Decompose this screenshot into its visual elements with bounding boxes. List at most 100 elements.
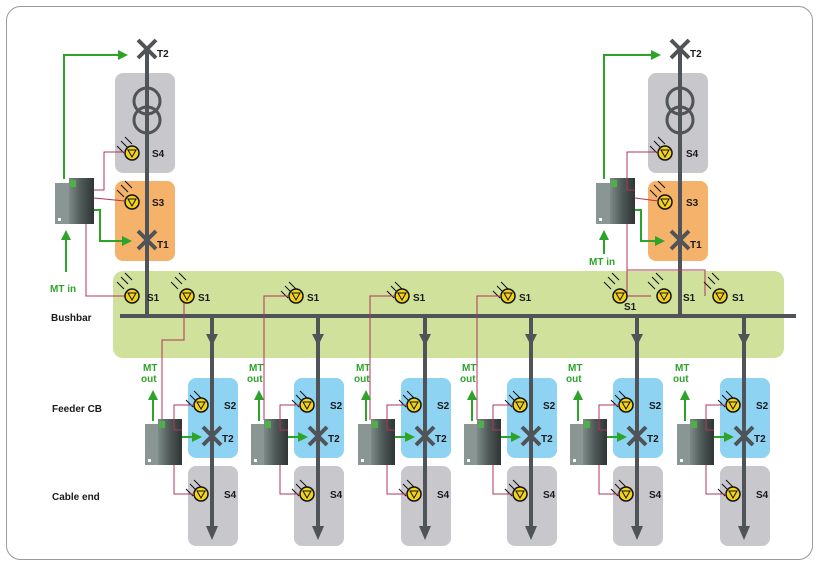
busbar-feeder-sensors: S1 S1 S1 bbox=[161, 281, 532, 420]
signal-line bbox=[492, 465, 513, 495]
feeder-s2-label: S2 bbox=[543, 401, 556, 412]
trip-line bbox=[635, 209, 665, 246]
feeder-s2-label: S2 bbox=[224, 401, 237, 412]
light-sensor-icon bbox=[603, 272, 628, 304]
signal-line bbox=[492, 404, 513, 431]
light-sensor-icon bbox=[386, 281, 410, 304]
feeder-mt-out-label: out bbox=[141, 374, 157, 385]
circuit-breaker-icon bbox=[669, 38, 691, 60]
arc-relay-icon bbox=[464, 419, 501, 465]
signal-line bbox=[598, 404, 619, 431]
incomer-right-mt-in: MT in bbox=[589, 257, 615, 268]
circuit-breaker-icon bbox=[414, 425, 436, 447]
feeder-s2-label: S2 bbox=[330, 401, 343, 412]
arc-relay-icon bbox=[570, 419, 607, 465]
signal-line bbox=[626, 151, 658, 191]
transformer-icon bbox=[132, 86, 162, 135]
signal-line bbox=[386, 465, 407, 495]
circuit-breaker-icon bbox=[136, 229, 158, 251]
signal-line bbox=[386, 404, 407, 431]
incomer-right-s4: S4 bbox=[686, 149, 699, 160]
feeder-mt-out-label: MT bbox=[568, 363, 582, 374]
busbar-sensor-label: S1 bbox=[413, 293, 426, 304]
arrow-icon bbox=[312, 334, 324, 346]
incomer-left-s3: S3 bbox=[152, 198, 165, 209]
signal-line bbox=[173, 465, 194, 495]
light-sensor-icon bbox=[116, 136, 140, 161]
feeder-t2-label: T2 bbox=[222, 434, 234, 445]
incomer-right-busbar-s1b: S1 bbox=[683, 293, 696, 304]
signal-line bbox=[279, 465, 300, 495]
signal-line bbox=[279, 404, 300, 431]
circuit-breaker-icon bbox=[136, 38, 158, 60]
feeder-s2-label: S2 bbox=[649, 401, 662, 412]
section-bushbar: Bushbar bbox=[51, 313, 92, 324]
trip-line bbox=[63, 50, 128, 179]
signal-line bbox=[634, 197, 659, 202]
signal-line bbox=[705, 404, 726, 431]
signal-line bbox=[598, 465, 619, 495]
feeder-t2-label: T2 bbox=[647, 434, 659, 445]
arc-relay-icon bbox=[251, 419, 288, 465]
incomer-right-t2: T2 bbox=[690, 49, 702, 60]
signal-line bbox=[93, 197, 126, 202]
light-sensor-icon bbox=[504, 479, 528, 502]
incomer-left-busbar-s1: S1 bbox=[147, 293, 160, 304]
feeder-mt-out-label: MT bbox=[143, 363, 157, 374]
feeder-s2-label: S2 bbox=[437, 401, 450, 412]
feeder-mt-out-label: out bbox=[673, 374, 689, 385]
arc-relay-icon bbox=[358, 419, 395, 465]
arrow-icon bbox=[419, 526, 431, 540]
light-sensor-icon bbox=[170, 272, 195, 304]
circuit-breaker-icon bbox=[520, 425, 542, 447]
arrow-icon bbox=[419, 334, 431, 346]
incomer-right-busbar-s1c: S1 bbox=[732, 293, 745, 304]
feeder-t2-label: T2 bbox=[754, 434, 766, 445]
feeder-s4-label: S4 bbox=[330, 490, 343, 501]
light-sensor-icon bbox=[649, 180, 673, 210]
feeder-s4-label: S4 bbox=[437, 490, 450, 501]
section-cable-end: Cable end bbox=[52, 492, 100, 503]
light-sensor-icon bbox=[291, 390, 315, 413]
light-sensor-icon bbox=[185, 390, 209, 413]
busbar-sensor-label: S1 bbox=[519, 293, 532, 304]
light-sensor-icon bbox=[703, 272, 728, 304]
feeder-mt-out-label: out bbox=[247, 374, 263, 385]
signal-line bbox=[173, 404, 194, 431]
feeder-mt-out-label: MT bbox=[462, 363, 476, 374]
incomer-left-t1: T1 bbox=[157, 240, 169, 251]
feeder-mt-out-label: MT bbox=[356, 363, 370, 374]
feeder-t2-label: T2 bbox=[328, 434, 340, 445]
light-sensor-icon bbox=[647, 272, 672, 304]
incomer-left-s4: S4 bbox=[152, 149, 165, 160]
feeder-t2-label: T2 bbox=[435, 434, 447, 445]
incomer-left-busbar-s1b: S1 bbox=[198, 293, 211, 304]
signal-line bbox=[85, 224, 125, 297]
feeder-s4-label: S4 bbox=[756, 490, 769, 501]
arrow-icon bbox=[525, 526, 537, 540]
incomer-left-mt-in: MT in bbox=[50, 284, 76, 295]
transformer-icon bbox=[665, 86, 695, 135]
circuit-breaker-icon bbox=[307, 425, 329, 447]
signal-line bbox=[94, 151, 125, 191]
signal-line bbox=[369, 295, 395, 420]
arrow-icon bbox=[631, 334, 643, 346]
feeder-mt-out-label: MT bbox=[675, 363, 689, 374]
incomer-right-t1: T1 bbox=[690, 240, 702, 251]
feeder-s4-label: S4 bbox=[224, 490, 237, 501]
light-sensor-icon bbox=[610, 390, 634, 413]
light-sensor-icon bbox=[398, 479, 422, 502]
arc-relay-icon bbox=[677, 419, 714, 465]
light-sensor-icon bbox=[116, 180, 140, 210]
light-sensor-icon bbox=[116, 272, 140, 304]
signal-line bbox=[263, 295, 289, 420]
arrow-icon bbox=[525, 334, 537, 346]
circuit-breaker-icon bbox=[201, 425, 223, 447]
feeder-s4-label: S4 bbox=[649, 490, 662, 501]
